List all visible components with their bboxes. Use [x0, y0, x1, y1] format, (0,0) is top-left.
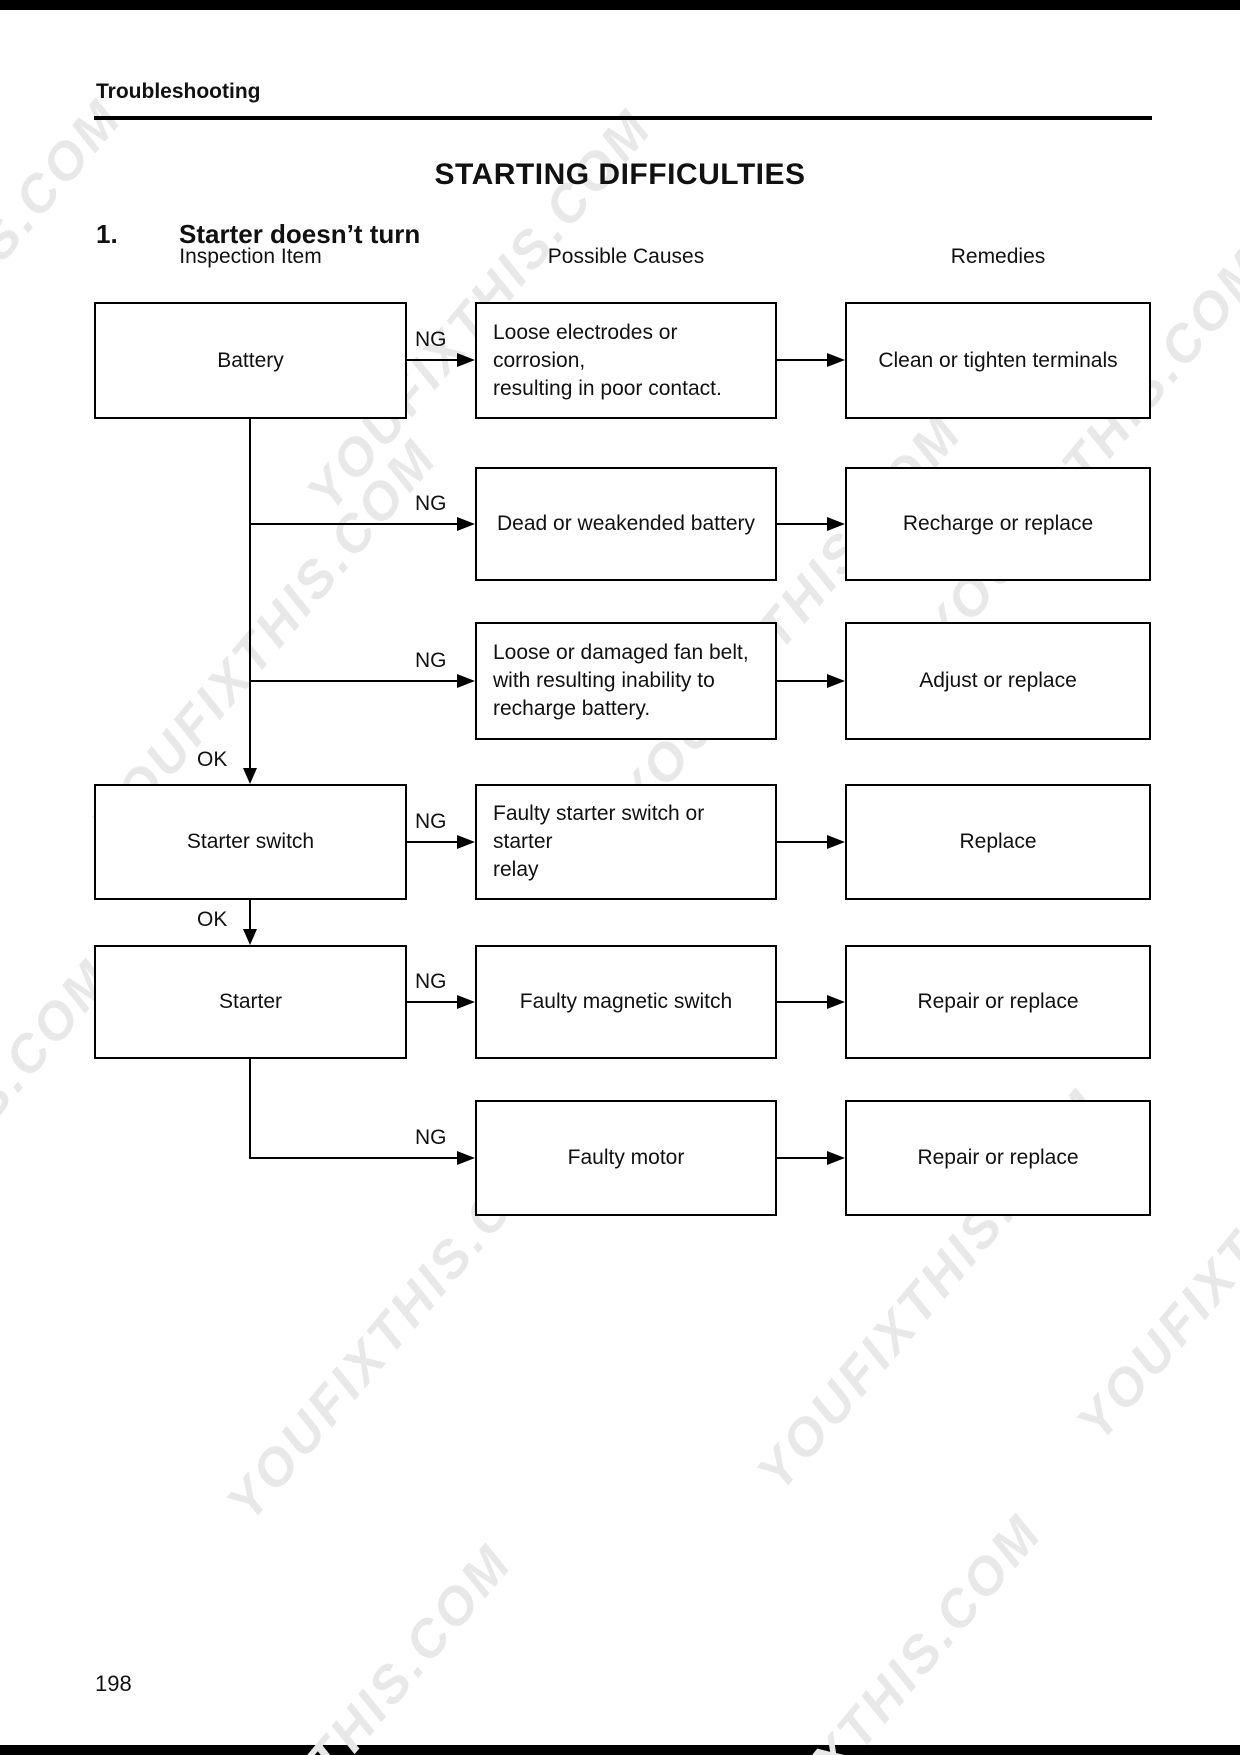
cause-line: Dead or weakended battery: [497, 512, 755, 535]
arrow-right-icon: [457, 517, 475, 531]
remedy-box-row5: Repair or replace: [845, 945, 1151, 1059]
connector-row3: [249, 680, 459, 682]
cause-line: with resulting inability to: [493, 669, 715, 692]
cause-box-row2: Dead or weakended battery: [475, 467, 777, 581]
connector-row5: [407, 1001, 459, 1003]
connector-row5-remedy: [777, 1001, 829, 1003]
remedy-box-row2: Recharge or replace: [845, 467, 1151, 581]
arrow-right-icon: [827, 995, 845, 1009]
ok-label-row4: OK: [197, 748, 228, 771]
connector-row3-remedy: [777, 680, 829, 682]
page-number: 198: [95, 1671, 132, 1696]
inspection-label: Starter switch: [186, 830, 315, 853]
remedy-label: Clean or tighten terminals: [878, 348, 1118, 372]
connector-trunk-starter-switch: [249, 900, 251, 930]
cause-box-row3: Loose or damaged fan belt, with resultin…: [475, 622, 777, 740]
arrow-right-icon: [457, 835, 475, 849]
remedy-label: Recharge or replace: [902, 512, 1094, 535]
ng-label-row5: NG: [415, 970, 447, 993]
ng-label-row2: NG: [415, 492, 447, 515]
page-title: STARTING DIFFICULTIES: [434, 158, 806, 191]
column-header-remedies: Remedies: [950, 245, 1046, 268]
cause-line: resulting in poor contact.: [493, 376, 722, 400]
cause-line: Faulty starter switch or starter: [493, 802, 705, 853]
header-rule: [94, 116, 1152, 120]
watermark: YOUFIXTHIS.COM: [685, 1503, 1055, 1755]
arrow-down-icon: [243, 929, 257, 945]
arrow-right-icon: [827, 674, 845, 688]
page-edge-top: [0, 0, 1240, 10]
cause-line: recharge battery.: [493, 697, 651, 720]
section-title: Starter doesn’t turn: [179, 219, 421, 249]
column-header-possible-causes: Possible Causes: [547, 245, 705, 268]
cause-box-row1: Loose electrodes or corrosion, resulting…: [475, 302, 777, 419]
remedy-box-row3: Adjust or replace: [845, 622, 1151, 740]
ng-label-row3: NG: [415, 649, 447, 672]
cause-box-row6: Faulty motor: [475, 1100, 777, 1216]
watermark: YOUFIXTHIS.COM: [155, 1533, 525, 1755]
ok-label-row5: OK: [197, 908, 228, 931]
cause-line: Loose electrodes or corrosion,: [493, 320, 678, 372]
ng-label-row1: NG: [415, 328, 447, 351]
section-breadcrumb: Troubleshooting: [96, 80, 261, 103]
connector-row2: [249, 523, 459, 525]
arrow-right-icon: [827, 835, 845, 849]
remedy-box-row4: Replace: [845, 784, 1151, 900]
arrow-right-icon: [827, 353, 845, 367]
column-header-inspection-item: Inspection Item: [179, 245, 322, 268]
cause-box-row4: Faulty starter switch or starter relay: [475, 784, 777, 900]
page-edge-bottom: [0, 1745, 1240, 1755]
watermark: YOUFIXTHIS.COM: [0, 88, 135, 512]
arrow-right-icon: [827, 517, 845, 531]
cause-line: Faulty magnetic switch: [519, 990, 733, 1013]
arrow-right-icon: [457, 674, 475, 688]
inspection-label: Battery: [217, 348, 284, 372]
inspection-box-battery: Battery: [94, 302, 407, 419]
connector-row1: [407, 359, 459, 361]
remedy-box-row1: Clean or tighten terminals: [845, 302, 1151, 419]
watermark: YOUFIXTHIS.COM: [1205, 1488, 1240, 1755]
connector-row4-remedy: [777, 841, 829, 843]
cause-line: Loose or damaged fan belt,: [493, 641, 749, 664]
remedy-box-row6: Repair or replace: [845, 1100, 1151, 1216]
connector-row4: [407, 841, 459, 843]
cause-box-row5: Faulty magnetic switch: [475, 945, 777, 1059]
connector-row6: [249, 1157, 459, 1159]
connector-row6-remedy: [777, 1157, 829, 1159]
arrow-right-icon: [457, 1151, 475, 1165]
inspection-box-starter: Starter: [94, 945, 407, 1059]
connector-trunk-starter: [249, 1059, 251, 1159]
watermark: YOUFIXTHIS.COM: [1065, 1028, 1240, 1452]
inspection-box-starter-switch: Starter switch: [94, 784, 407, 900]
inspection-label: Starter: [218, 990, 283, 1013]
remedy-label: Adjust or replace: [919, 669, 1077, 692]
connector-row1-remedy: [777, 359, 829, 361]
section-number: 1.: [96, 219, 118, 249]
remedy-label: Repair or replace: [917, 1146, 1079, 1169]
cause-line: relay: [493, 858, 539, 881]
arrow-down-icon: [243, 768, 257, 784]
remedy-label: Repair or replace: [917, 990, 1079, 1013]
remedy-label: Replace: [959, 830, 1037, 853]
connector-trunk-battery: [249, 419, 251, 769]
cause-line: Faulty motor: [567, 1146, 685, 1169]
ng-label-row4: NG: [415, 810, 447, 833]
arrow-right-icon: [457, 353, 475, 367]
arrow-right-icon: [457, 995, 475, 1009]
connector-row2-remedy: [777, 523, 829, 525]
arrow-right-icon: [827, 1151, 845, 1165]
ng-label-row6: NG: [415, 1126, 447, 1149]
